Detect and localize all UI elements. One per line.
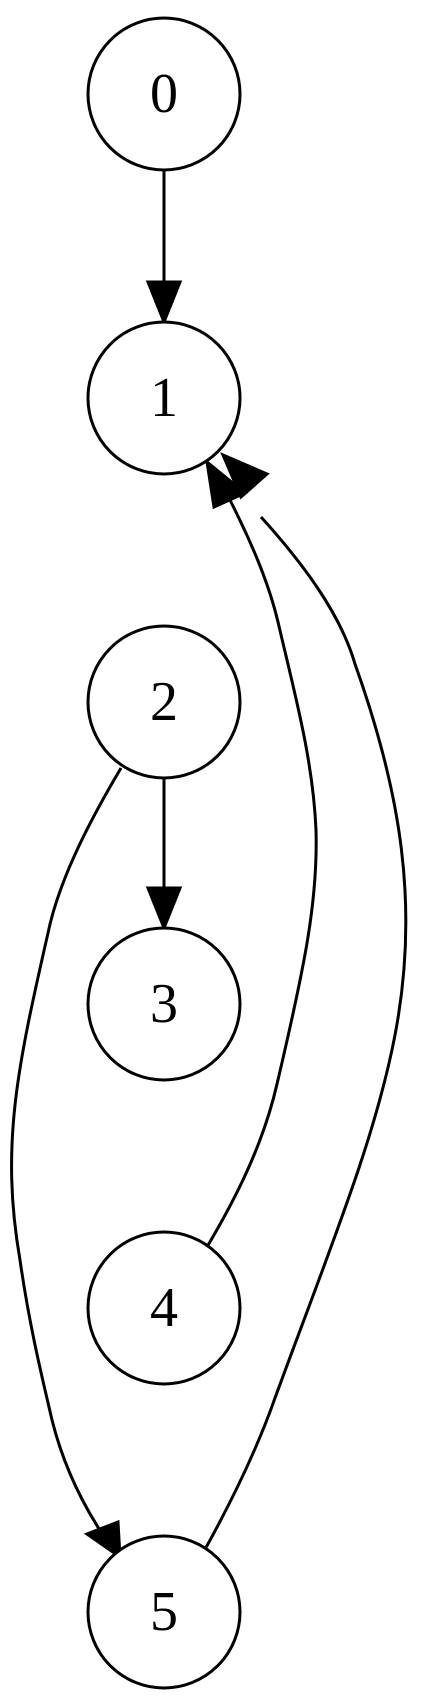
edge-2-to-5 xyxy=(10,767,123,1560)
node-label: 1 xyxy=(150,367,178,429)
node-label: 2 xyxy=(150,671,178,733)
node-label: 3 xyxy=(150,973,178,1035)
node-4[interactable]: 4 xyxy=(86,1230,242,1386)
arrowhead xyxy=(220,452,270,500)
arrowhead xyxy=(145,280,183,327)
node-3[interactable]: 3 xyxy=(86,926,242,1082)
arrowhead xyxy=(145,886,183,933)
node-5[interactable]: 5 xyxy=(86,1534,242,1690)
node-label: 4 xyxy=(150,1277,178,1339)
node-2[interactable]: 2 xyxy=(86,624,242,780)
node-1[interactable]: 1 xyxy=(86,320,242,476)
node-label: 5 xyxy=(150,1581,178,1643)
arrowhead xyxy=(204,458,248,510)
node-label: 0 xyxy=(150,63,178,125)
edge-0-to-1 xyxy=(145,170,183,327)
node-0[interactable]: 0 xyxy=(86,16,242,172)
arrowhead xyxy=(83,1519,122,1560)
edge-5-to-1 xyxy=(201,452,408,1554)
edge-4-to-1 xyxy=(204,458,318,1248)
edge-2-to-3 xyxy=(145,778,183,933)
